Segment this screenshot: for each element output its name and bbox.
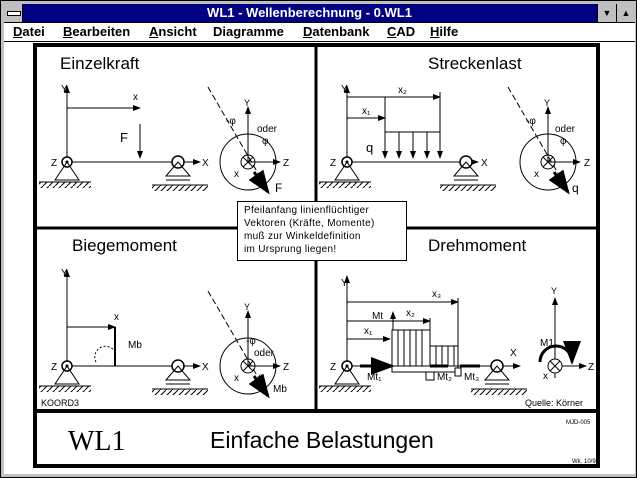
quadrant-einzelkraft: Einzelkraft Y X Z x F -φ oder φ Y Z x F: [38, 54, 289, 195]
axis-label-z: Z: [330, 362, 336, 373]
mt-label: Mt: [372, 311, 383, 322]
menu-bearbeiten[interactable]: Bearbeiten: [63, 24, 131, 39]
note-line: im Ursprung liegen!: [244, 244, 337, 255]
small-x-label: x: [234, 373, 239, 384]
menu-cad[interactable]: CAD: [387, 24, 416, 39]
neg-phi-label: -φ: [226, 116, 236, 127]
menu-datei[interactable]: Datei: [13, 24, 45, 39]
small-y-label: Y: [544, 98, 550, 108]
note-box: Pfeilanfang linienflüchtiger Vektoren (K…: [237, 201, 407, 261]
load-label: q: [366, 140, 373, 155]
system-menu-icon: [7, 11, 21, 16]
distance-label: x: [133, 92, 138, 103]
quadrant-streckenlast: Streckenlast Y X Z x₂ x₁ q -φ oder φ Y Z…: [318, 54, 590, 195]
quadrant-title: Biegemoment: [72, 236, 177, 255]
x1-label: x₁: [362, 106, 371, 117]
maximize-button[interactable]: ▲: [616, 4, 635, 22]
x2-label: x₂: [398, 85, 407, 96]
m1-label: M1: [540, 338, 554, 349]
note-line: Pfeilanfang linienflüchtiger: [244, 205, 370, 216]
axis-label-y: Y: [61, 268, 68, 279]
small-y-label: Y: [244, 98, 250, 108]
menu-datenbank[interactable]: Datenbank: [303, 24, 370, 39]
axis-label-x: X: [481, 158, 488, 169]
title-bar[interactable]: WL1 - Wellenberechnung - 0.WL1 ▼ ▲: [4, 4, 635, 23]
axis-label-y: Y: [61, 84, 68, 95]
x2-label: x₂: [406, 308, 415, 319]
phi-label: φ: [258, 372, 265, 383]
moment-label: Mb: [128, 340, 142, 351]
quadrant-biegemoment: Biegemoment Y X Z x Mb -φ oder φ Y Z x M…: [38, 236, 289, 408]
quadrant-title: Drehmoment: [428, 236, 527, 255]
drawing-number: MJD-005: [566, 420, 591, 426]
phi-label: φ: [560, 136, 567, 147]
drawing-code: KOORD3: [41, 398, 79, 408]
mt1-label: Mt₁: [367, 372, 382, 383]
menu-hilfe[interactable]: Hilfe: [430, 24, 459, 39]
small-force-label: F: [275, 181, 282, 195]
quadrant-title: Einzelkraft: [60, 54, 140, 73]
small-x-label: x: [234, 169, 239, 180]
note-line: Vektoren (Kräfte, Momente): [244, 218, 375, 229]
axis-label-y: Y: [341, 278, 348, 289]
menu-bar: Datei Bearbeiten Ansicht Diagramme Daten…: [4, 23, 635, 42]
mt3-label: Mt₃: [464, 372, 479, 383]
small-y-label: Y: [551, 286, 557, 296]
axis-label-z: Z: [330, 158, 336, 169]
footer-caption: Einfache Belastungen: [210, 427, 434, 453]
small-z-label: Z: [588, 362, 594, 373]
oder-label: oder: [555, 124, 576, 135]
distance-label: x: [114, 312, 119, 323]
menu-ansicht[interactable]: Ansicht: [149, 24, 197, 39]
x1-label: x₁: [364, 326, 373, 337]
force-label: F: [120, 130, 128, 145]
mt2-label: Mt₂: [437, 372, 452, 383]
axis-label-x: X: [202, 362, 209, 373]
small-x-label: x: [534, 169, 539, 180]
small-z-label: Z: [283, 158, 289, 169]
small-load-label: q: [572, 181, 579, 195]
menu-diagramme[interactable]: Diagramme: [213, 24, 284, 39]
axis-label-z: Z: [51, 362, 57, 373]
axis-label-z: Z: [51, 158, 57, 169]
oder-label: oder: [254, 348, 275, 359]
quadrant-drehmoment: Drehmoment Y X Z x₃ x₂ x₁ Mt Mt₁ Mt₂ Mt₃: [318, 236, 594, 408]
small-x-label: x: [543, 371, 548, 382]
x3-label: x₃: [432, 289, 441, 300]
phi-label: φ: [262, 136, 269, 147]
window-title: WL1 - Wellenberechnung - 0.WL1: [207, 5, 412, 20]
neg-phi-label: -φ: [246, 336, 256, 347]
axis-label-y: Y: [341, 84, 348, 95]
drawing-version: Wk. 10/94: [572, 459, 600, 465]
minimize-button[interactable]: ▼: [597, 4, 616, 22]
system-menu-button[interactable]: [4, 4, 23, 22]
small-z-label: Z: [283, 362, 289, 373]
small-moment-label: Mb: [273, 384, 287, 395]
axis-label-x: X: [202, 158, 209, 169]
source-label: Quelle: Körner: [525, 398, 583, 408]
oder-label: oder: [257, 124, 278, 135]
small-z-label: Z: [584, 158, 590, 169]
quadrant-title: Streckenlast: [428, 54, 522, 73]
small-y-label: Y: [244, 302, 250, 312]
axis-label-x: X: [510, 348, 517, 359]
neg-phi-label: -φ: [526, 116, 536, 127]
footer-logo: WL1: [68, 426, 126, 457]
note-line: muß zur Winkeldefinition: [244, 231, 361, 242]
drawing-footer: WL1 Einfache Belastungen MJD-005 Wk. 10/…: [68, 420, 600, 465]
